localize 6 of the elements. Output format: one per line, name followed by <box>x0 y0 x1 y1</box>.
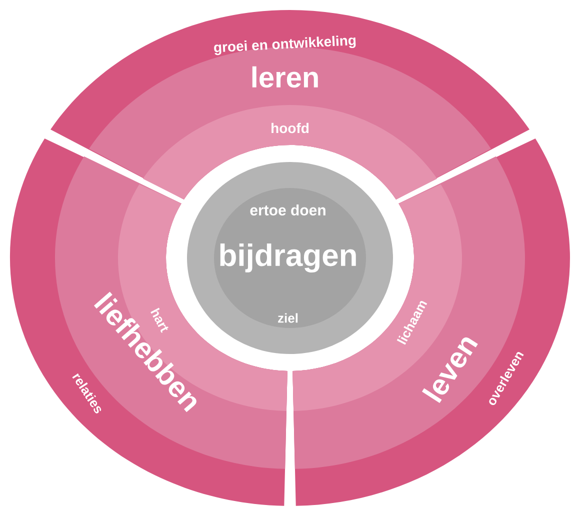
sector-label: hoofd <box>272 122 309 134</box>
ring-label: groei en ontwikkeling <box>214 36 356 56</box>
sector-title: leren <box>252 66 318 88</box>
center-label: ertoe doen <box>250 204 326 216</box>
center-title: bijdragen <box>220 243 356 272</box>
center-label: ziel <box>278 313 298 323</box>
